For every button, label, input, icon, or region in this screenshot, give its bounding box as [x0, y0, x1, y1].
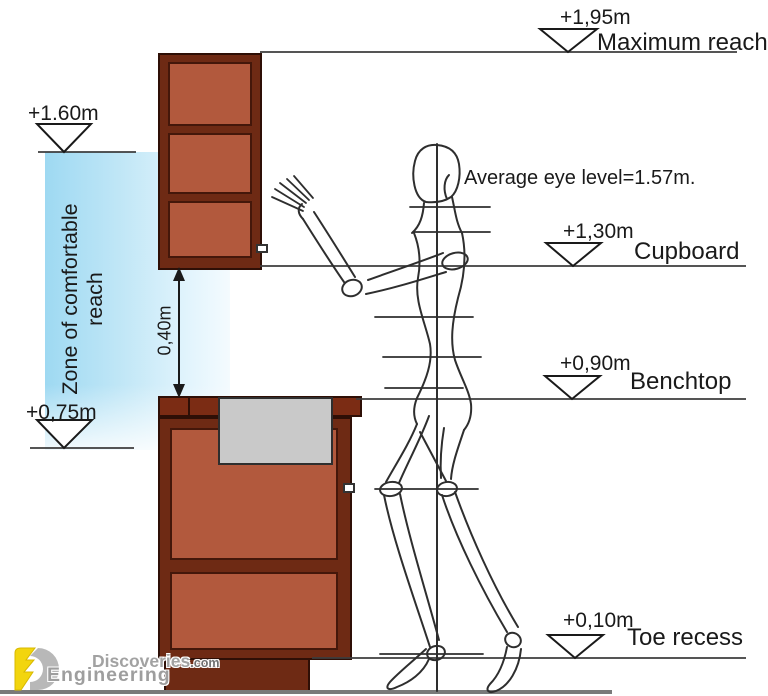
level-label-cupboard: Cupboard — [634, 238, 740, 265]
figure-thigh-front — [398, 415, 430, 484]
figure-ankle-joint — [426, 644, 446, 662]
figure-thigh-cross — [419, 431, 447, 482]
figure-foot-front — [386, 648, 430, 691]
level-value-cupboard: +1,30m — [563, 220, 634, 243]
figure-knee-joint — [436, 480, 458, 498]
figure-shoulder-joint — [441, 251, 469, 271]
figure-thigh-rear — [439, 427, 445, 479]
level-value-reach-top: +1.60m — [28, 102, 99, 125]
level-label-toe-recess: Toe recess — [627, 624, 744, 651]
figure-upper-arm — [365, 271, 447, 295]
eye-level-note: Average eye level=1.57m. — [464, 167, 696, 189]
level-value-benchtop: +0,90m — [560, 352, 631, 375]
figure-shin — [399, 493, 440, 641]
figure-ear — [443, 174, 450, 200]
datum-triangles — [34, 28, 606, 660]
datum-triangle-icon — [34, 123, 94, 154]
upper-cabinet-door-1 — [168, 62, 252, 126]
datum-triangle-icon — [543, 242, 604, 268]
datum-triangle-icon — [542, 375, 603, 401]
figure-shin — [441, 494, 508, 633]
figure-knee-joint — [379, 480, 403, 498]
figure-foot-rear — [486, 646, 522, 694]
level-label-benchtop: Benchtop — [630, 368, 732, 395]
lower-cabinet-handle — [343, 483, 355, 493]
sink-inset — [218, 397, 333, 465]
watermark-brand: Discoveries.com — [92, 651, 219, 672]
figure-ankle-joint — [504, 631, 522, 649]
level-label-max-reach: Maximum reach — [597, 29, 768, 56]
level-value-reach-bottom: +0,75m — [26, 401, 97, 424]
datum-triangle-icon — [537, 28, 600, 54]
dimension-label: 0,40m — [154, 305, 175, 356]
watermark-brand-name: Discoveries — [92, 651, 191, 671]
upper-cabinet-door-2 — [168, 133, 252, 194]
figure-guide-lines — [374, 206, 491, 655]
dimension-arrow — [173, 267, 185, 398]
watermark-brand-tld: .com — [190, 656, 220, 670]
figure-forearm — [302, 218, 345, 283]
figure-shin — [454, 491, 519, 628]
zone-label: Zone of comfortable reach — [58, 203, 107, 395]
figure-forearm — [313, 211, 356, 278]
figure-elbow-joint — [341, 278, 363, 298]
figure-fingers — [271, 175, 314, 212]
figure-torso-front — [413, 232, 432, 425]
figure-head — [412, 143, 461, 204]
upper-cabinet-door-3 — [168, 201, 252, 258]
figure-neck-back — [451, 196, 463, 234]
figure-torso-back — [451, 232, 473, 431]
benchtop-seam — [188, 398, 190, 415]
figure-thigh-rear — [450, 429, 465, 480]
watermark-logo-icon — [14, 647, 59, 691]
datum-triangle-icon — [34, 419, 95, 450]
level-value-toe-recess: +0,10m — [563, 609, 634, 632]
figure-thigh-front — [385, 423, 418, 483]
lower-cabinet-door-lower — [170, 572, 338, 650]
human-figure-drawing — [271, 143, 522, 694]
level-lines — [30, 51, 746, 659]
datum-triangle-icon — [545, 634, 606, 660]
upper-cabinet-handle — [256, 244, 268, 253]
figure-shin — [383, 494, 431, 648]
watermark-brand-line2: Engineering — [47, 664, 171, 686]
level-value-max-reach: +1,95m — [560, 6, 631, 29]
figure-upper-arm — [367, 252, 444, 281]
